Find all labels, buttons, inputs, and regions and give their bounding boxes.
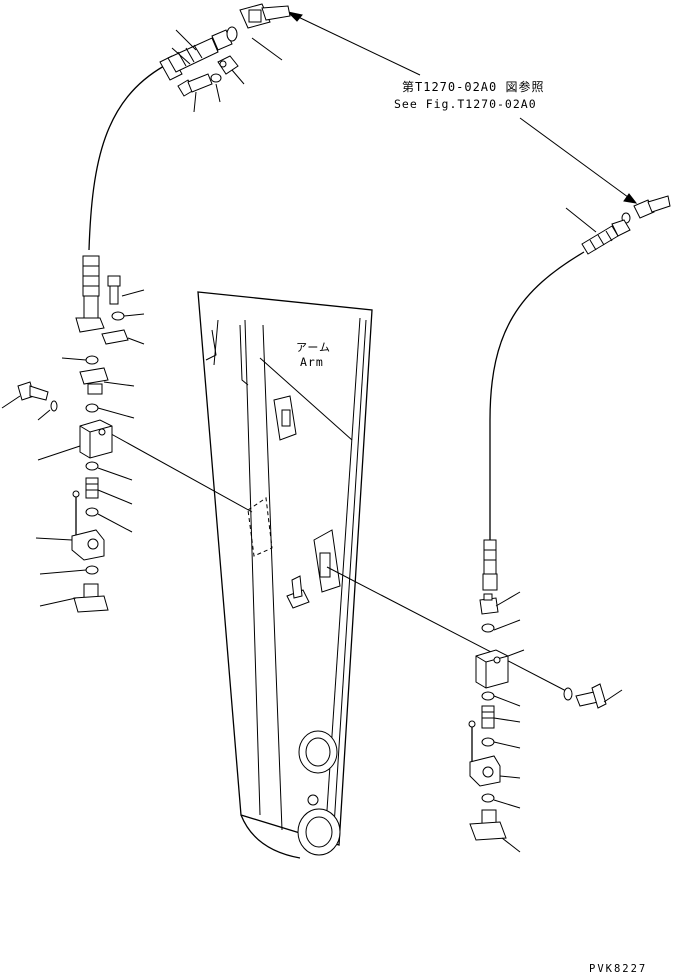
o-ring-right-2 [481, 691, 495, 701]
reference-label-english: See Fig.T1270-02A0 [394, 97, 537, 111]
o-ring-left-2 [85, 403, 99, 413]
o-ring-right-1 [481, 623, 495, 633]
ref-arrow-lower-head [623, 193, 638, 204]
flange-fitting-left-bottom [73, 583, 109, 613]
flange-fitting-top [239, 3, 291, 29]
washer-left-lower [50, 400, 58, 412]
hydraulic-hose-left [75, 29, 233, 333]
washer-top [210, 73, 222, 83]
o-ring-left-5 [85, 565, 99, 575]
flange-fitting-right-bottom [469, 809, 507, 841]
bolt-left-upper [107, 275, 121, 305]
flange-fitting-left [79, 367, 109, 395]
clamp-left [101, 329, 129, 345]
o-ring-left-1 [85, 355, 99, 365]
o-ring-right-4 [481, 793, 495, 803]
drawing-code: PVK8227 [589, 963, 648, 975]
o-ring-left-3 [85, 461, 99, 471]
elbow-fitting-right [479, 593, 499, 615]
left-block-leader [103, 429, 253, 513]
elbow-fitting-top-right [633, 195, 671, 219]
washer-left-upper [111, 311, 125, 321]
callout-leaders [1, 29, 623, 853]
washer-right [563, 687, 573, 701]
right-block-leader [326, 566, 571, 694]
elbow-fitting-right-lower [481, 705, 495, 729]
ref-arrow-upper-line [291, 13, 421, 76]
elbow-fitting-left [85, 477, 99, 499]
ref-arrow-lower-line [519, 117, 633, 201]
reference-label-japanese: 第T1270-02A0 図参照 [402, 80, 545, 94]
o-ring-left-4 [85, 507, 99, 517]
valve-block-left [79, 419, 113, 459]
valve-block-right [475, 649, 509, 689]
clamp-top [217, 55, 239, 75]
hydraulic-hose-right [482, 219, 631, 591]
bolt-left-lower [17, 381, 49, 401]
arm-label-japanese: アーム [296, 341, 332, 354]
o-ring-right-3 [481, 737, 495, 747]
stop-valve-right [468, 720, 501, 787]
arm-boom-drawing [197, 291, 373, 859]
arm-label-leader [259, 357, 353, 441]
bolt-right [575, 683, 607, 709]
ref-arrow-upper-head [286, 11, 303, 22]
o-ring-top [226, 26, 238, 42]
bolt-top [177, 73, 213, 97]
stop-valve-left [71, 490, 105, 561]
arm-label-english: Arm [300, 355, 324, 369]
